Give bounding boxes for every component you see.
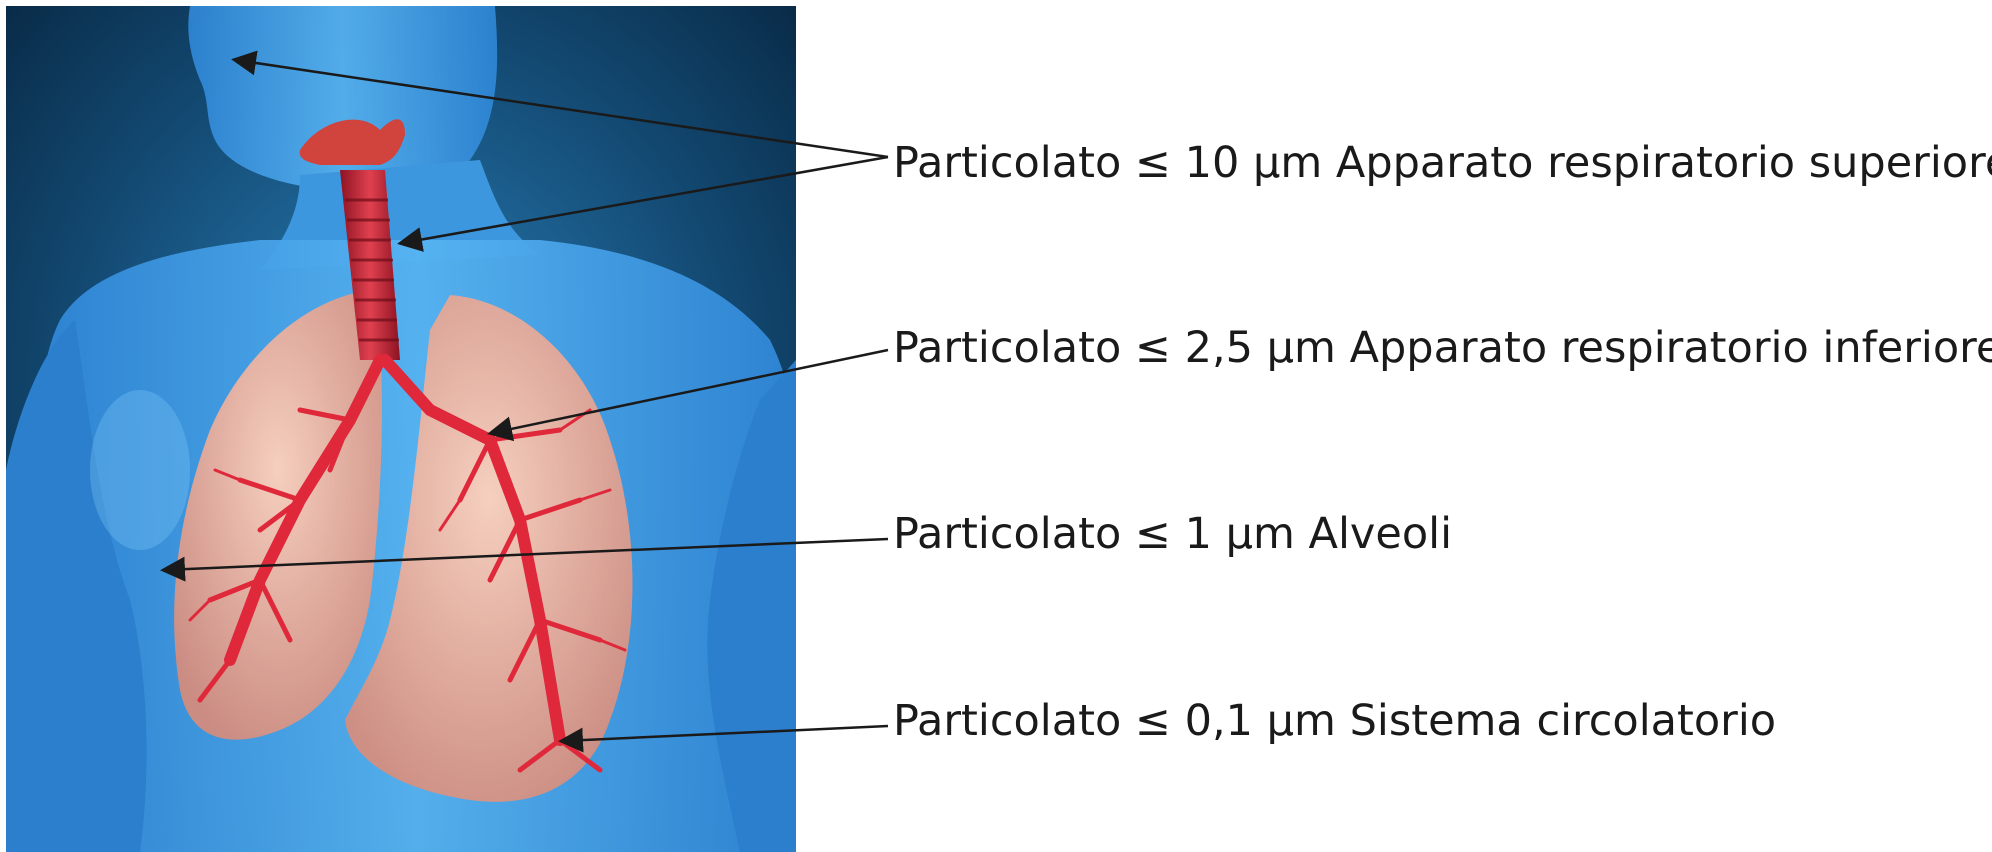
label-pm1: Particolato ≤ 1 µm Alveoli [893,513,1452,556]
label-pm10: Particolato ≤ 10 µm Apparato respiratori… [893,142,1992,185]
label-pm2-5: Particolato ≤ 2,5 µm Apparato respirator… [893,327,1992,370]
label-pm0-1: Particolato ≤ 0,1 µm Sistema circolatori… [893,700,1776,743]
